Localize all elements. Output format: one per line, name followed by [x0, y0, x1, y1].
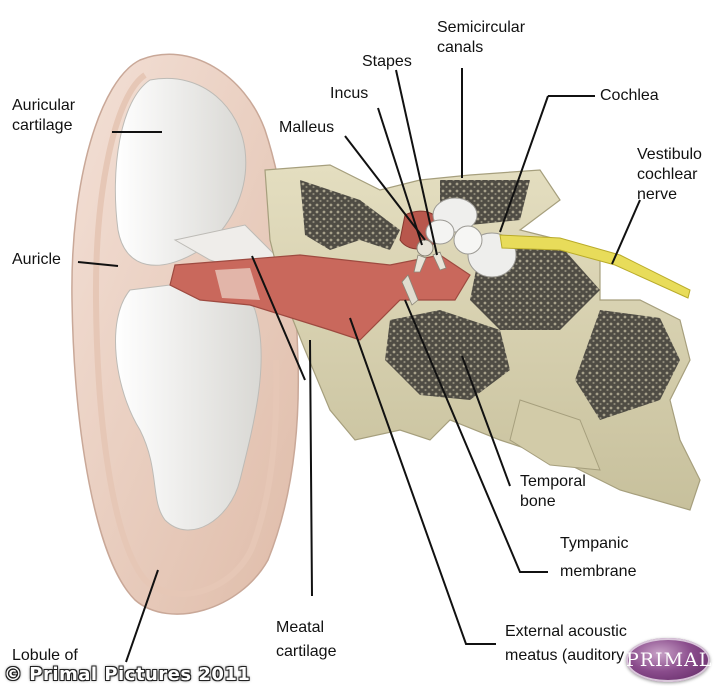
- label-incus: Incus: [330, 85, 368, 102]
- label-auricular-cartilage-line1: Auricular: [12, 97, 76, 114]
- label-temporal-bone-line1: Temporal: [520, 473, 586, 490]
- label-semicircular-canals-line1: Semicircular: [437, 19, 526, 36]
- label-malleus: Malleus: [279, 119, 334, 136]
- primal-logo-text: PRIMAL: [626, 649, 710, 671]
- label-external-acoustic-line1: External acoustic: [505, 623, 627, 640]
- label-semicircular-canals-line2: canals: [437, 39, 483, 56]
- label-auricular-cartilage-line2: cartilage: [12, 117, 73, 134]
- label-vestibulocochlear-line2: cochlear: [637, 166, 698, 183]
- label-cochlea: Cochlea: [600, 87, 659, 104]
- label-tympanic-membrane-line2: membrane: [560, 563, 637, 580]
- label-vestibulocochlear-line3: nerve: [637, 186, 677, 203]
- label-tympanic-membrane-line1: Tympanic: [560, 535, 628, 552]
- copyright-watermark: © Primal Pictures 2011: [4, 664, 250, 685]
- temporal-bone-shape: [265, 165, 700, 510]
- label-auricle: Auricle: [12, 251, 61, 268]
- label-temporal-bone-line2: bone: [520, 493, 556, 510]
- label-vestibulocochlear-line1: Vestibulo: [637, 146, 702, 163]
- label-lobule-line1: Lobule of: [12, 647, 78, 664]
- label-stapes: Stapes: [362, 53, 412, 70]
- primal-logo: PRIMAL: [626, 638, 710, 682]
- label-meatal-cartilage-line1: Meatal: [276, 619, 324, 636]
- label-meatal-cartilage-line2: cartilage: [276, 643, 337, 660]
